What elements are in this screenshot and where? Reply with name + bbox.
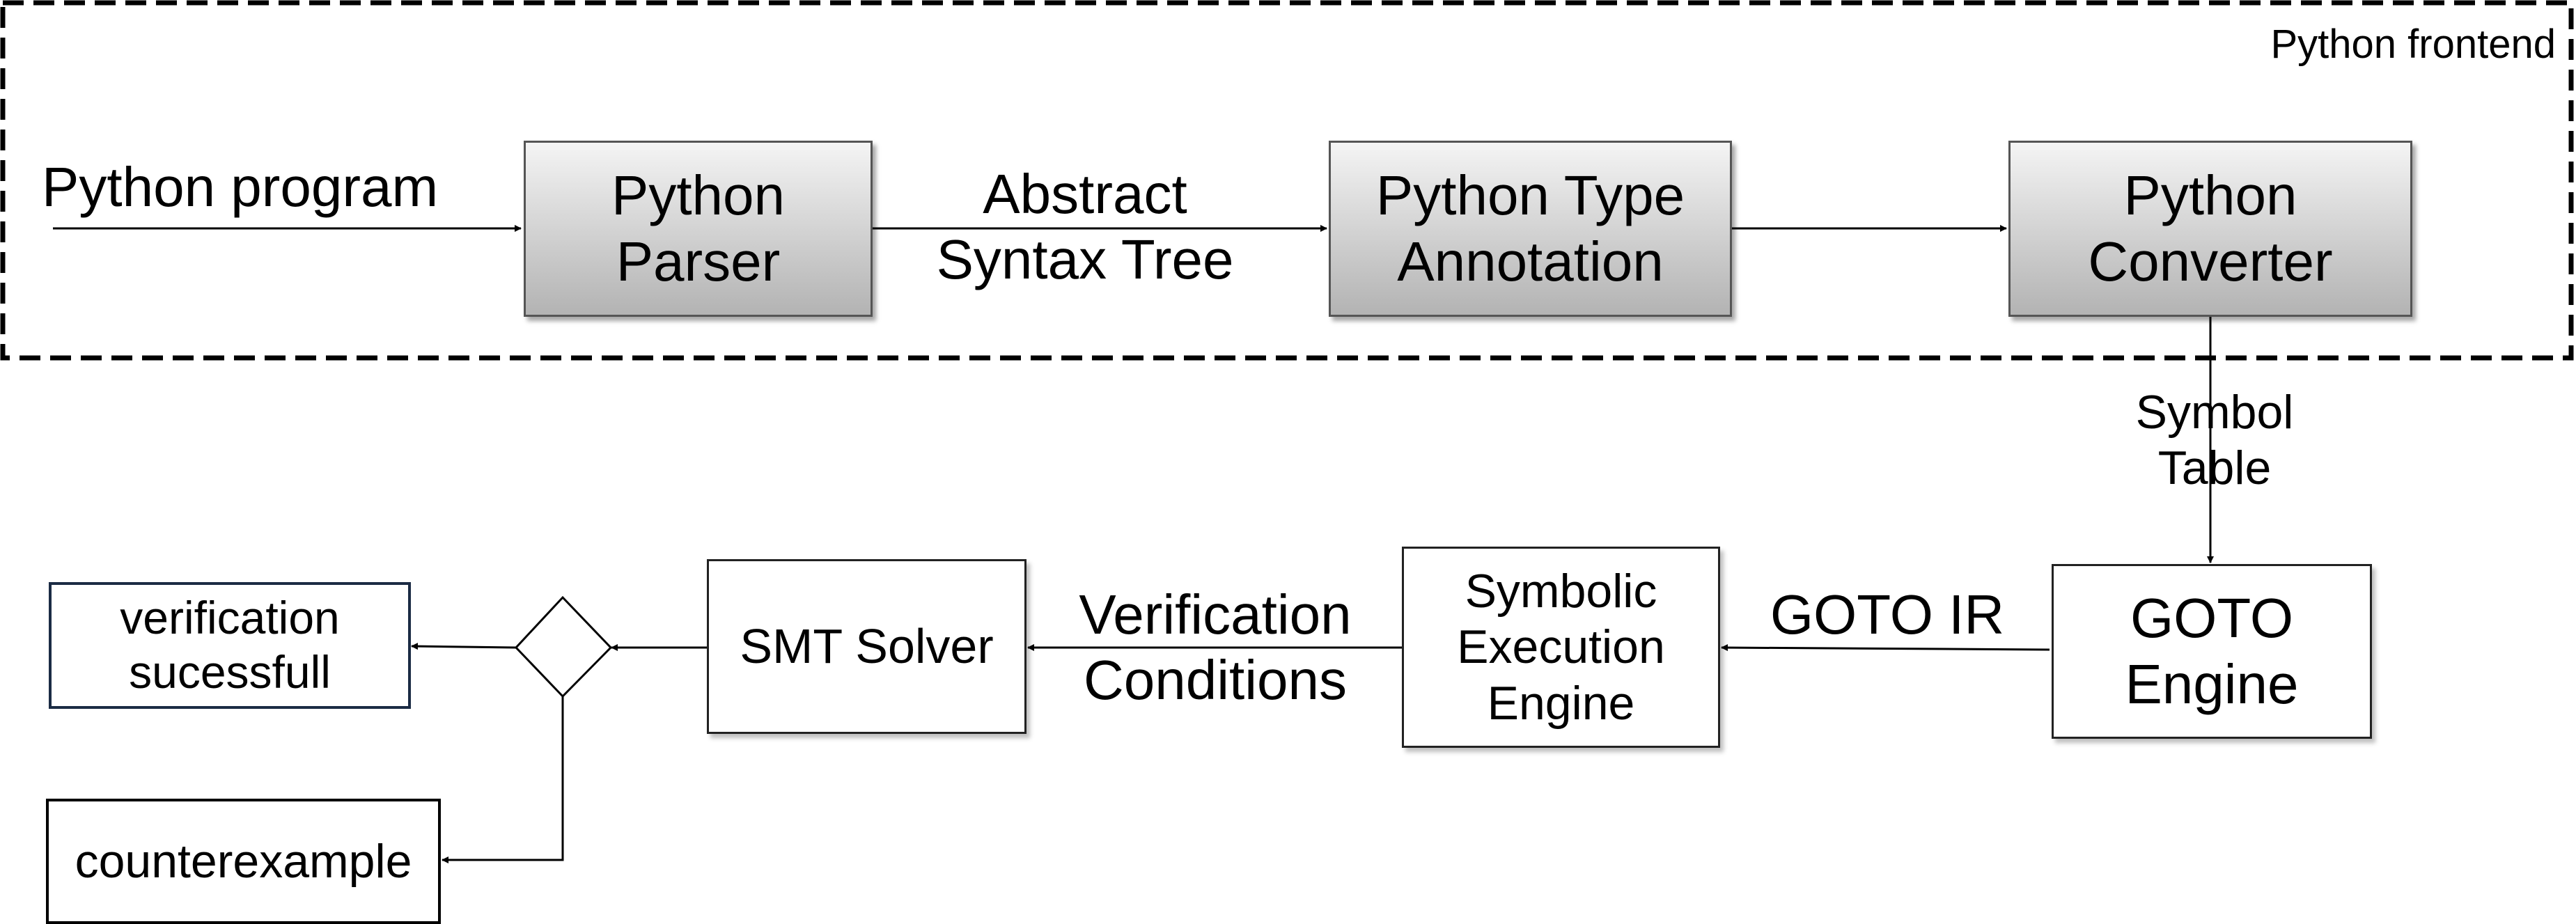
verification-successful-box: verification sucessfull xyxy=(49,582,411,709)
smt-solver-box: SMT Solver xyxy=(707,559,1027,734)
goto-engine-box: GOTO Engine xyxy=(2052,564,2372,739)
python-program-label: Python program xyxy=(42,156,439,218)
python-type-annotation-box: Python Type Annotation xyxy=(1329,141,1732,317)
python-frontend-label: Python frontend xyxy=(2270,22,2556,67)
abstract-syntax-tree-label: Abstract Syntax Tree xyxy=(936,163,1234,291)
python-parser-box: Python Parser xyxy=(524,141,873,317)
symbol-table-label: Symbol Table xyxy=(2135,386,2294,495)
python-converter-box: Python Converter xyxy=(2008,141,2412,317)
goto-ir-label: GOTO IR xyxy=(1770,584,2005,645)
decision-diamond xyxy=(514,595,613,698)
counterexample-box: counterexample xyxy=(46,799,441,924)
arrow-goto-to-symex xyxy=(1721,644,2050,652)
arrow-decision-to-success xyxy=(411,643,517,650)
python-frontend-container xyxy=(0,0,2574,361)
symbolic-execution-engine-box: Symbolic Execution Engine xyxy=(1402,547,1720,748)
arrow-decision-to-counterexample xyxy=(442,696,564,863)
verification-conditions-label: Verification Conditions xyxy=(1079,584,1352,712)
